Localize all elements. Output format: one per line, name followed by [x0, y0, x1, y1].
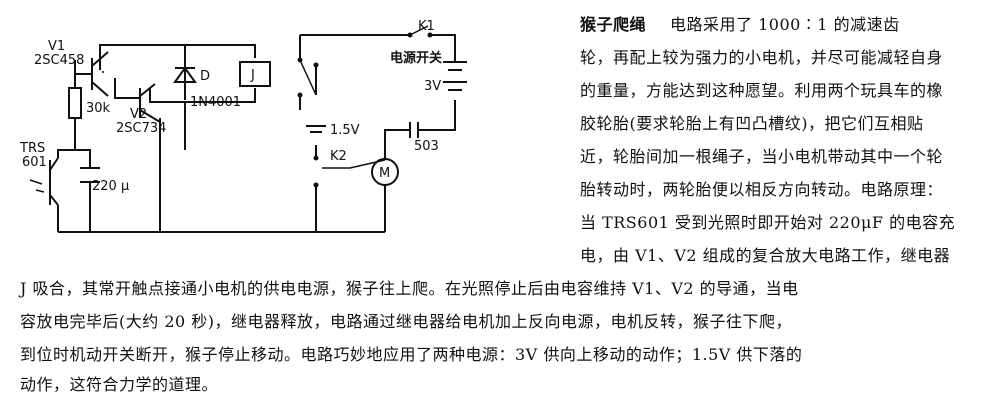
article-line-8: 电，由 V1、V2 组成的复合放大电路工作，继电器	[580, 246, 951, 265]
switch-k2	[313, 155, 319, 188]
resistor-30k	[68, 87, 82, 119]
article-line-5: 近，轮胎间加一根绳子，当小电机带动其中一个轮	[580, 147, 944, 166]
phototransistor-trs601	[29, 157, 59, 206]
article-line-1: 电路采用了 1000∶1 的减速齿	[670, 15, 900, 34]
motor	[371, 158, 399, 186]
v2-part-label: 2SC734	[116, 121, 166, 136]
battery-3v	[443, 61, 467, 91]
article-line-9: J 吸合，其常开触点接通小电机的供电电源，猴子往上爬。在光照停止后由电容维持 V…	[20, 279, 799, 298]
diode-label: D	[200, 69, 210, 84]
transistor-v2	[139, 83, 161, 123]
relay-label: J	[250, 68, 255, 83]
switch-k1	[407, 25, 433, 38]
article-line-2: 轮，再配上较为强力的小电机，并尽可能减轻自身	[580, 48, 944, 67]
motor-label: M	[379, 166, 390, 181]
v1-part-label: 2SC458	[34, 53, 84, 68]
k1-label: K1	[418, 19, 435, 34]
wires	[57, 34, 456, 233]
article-line-3: 的重量，方能达到这种愿望。利用两个玩具车的橡	[580, 81, 944, 100]
v2-label: V2	[130, 107, 147, 122]
capacitor-503	[409, 122, 430, 138]
article-line-6: 胎转动时，两轮胎便以相反方向转动。电路原理：	[580, 180, 944, 199]
batt-15v-label: 1.5V	[330, 123, 360, 138]
battery-1-5v	[306, 125, 326, 133]
v1-label: V1	[48, 39, 65, 54]
article-line-12: 动作，这符合力学的道理。	[20, 375, 219, 394]
k1-caption: 电源开关	[390, 50, 442, 66]
batt-3v-label: 3V	[424, 79, 441, 94]
article-title: 猴子爬绳	[580, 15, 647, 34]
diode-part-label: 1N4001	[190, 95, 241, 110]
trs-label: TRS	[19, 141, 45, 156]
relay-j	[239, 61, 271, 87]
trs-part-label: 601	[22, 155, 47, 170]
diode-1n4001	[173, 66, 197, 83]
capacitor-220u	[80, 167, 100, 183]
relay-contacts	[297, 57, 319, 98]
transistor-v1	[75, 51, 109, 97]
article-line-4: 胶轮胎(要求轮胎上有凹凸槽纹)，把它们互相贴	[580, 114, 924, 133]
cap-220-label: 220 μ	[92, 179, 129, 194]
article-line-7: 当 TRS601 受到光照时即开始对 220μF 的电容充	[580, 213, 956, 232]
article-line-10: 容放电完毕后(大约 20 秒)，继电器释放，电路通过继电器给电机加上反向电源，电…	[20, 312, 793, 331]
article-line-11: 到位时机动开关断开，猴子停止移动。电路巧妙地应用了两种电源：3V 供向上移动的动…	[20, 345, 803, 364]
k2-label: K2	[330, 149, 347, 164]
cap-503-label: 503	[414, 139, 439, 154]
resistor-label: 30k	[86, 101, 111, 116]
